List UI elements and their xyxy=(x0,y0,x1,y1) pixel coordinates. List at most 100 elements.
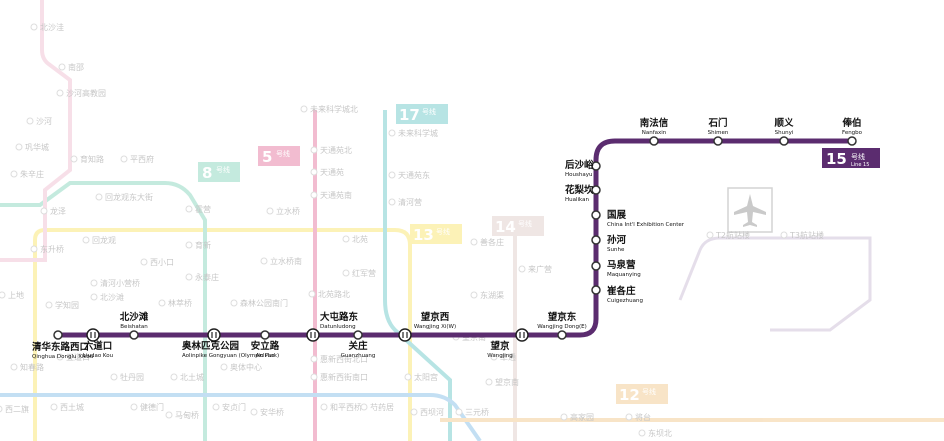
svg-text:15: 15 xyxy=(826,150,847,168)
station-dot-icon xyxy=(625,413,633,421)
background-station: T3航站楼 xyxy=(780,230,824,240)
station-name-cn: 天通苑南 xyxy=(320,190,352,200)
station-dot-icon xyxy=(591,161,601,171)
changping-line-path xyxy=(0,0,72,262)
station-name-cn: 西二旗 xyxy=(5,404,29,414)
station-dot-icon xyxy=(308,290,316,298)
station-name-cn: 北苑路北 xyxy=(318,289,350,299)
background-station: 天通苑北 xyxy=(310,145,352,155)
station-name-cn: 马泉营 xyxy=(607,259,636,271)
line14-badge: 14 号线 xyxy=(492,216,544,236)
station-name-cn: 森林公园南门 xyxy=(240,298,288,308)
station-dot-icon xyxy=(10,170,18,178)
station-dot-icon xyxy=(388,129,396,137)
station-name-cn: 太阳宫 xyxy=(414,372,438,382)
station-dot-icon xyxy=(45,301,53,309)
station-dot-icon xyxy=(310,355,318,363)
background-station: 清河营 xyxy=(388,197,422,207)
station-dot-icon xyxy=(780,231,788,239)
station-dot-icon xyxy=(779,136,789,146)
station-name-cn: 巩华城 xyxy=(25,142,49,152)
station-name-cn: 朱辛庄 xyxy=(20,169,44,179)
station-name-cn: 红军营 xyxy=(352,268,376,278)
station-dot-icon xyxy=(388,171,396,179)
background-station: 将台 xyxy=(625,412,651,422)
station-name-cn: 奥体中心 xyxy=(230,362,262,372)
station-name-en: Wangjing Xi(W) xyxy=(414,324,456,330)
station-name-cn: 国展 xyxy=(607,210,627,221)
station-dot-icon xyxy=(342,235,350,243)
station-dot-icon xyxy=(591,185,601,195)
background-station: 天通苑 xyxy=(310,167,344,177)
transfer-arrows-icon xyxy=(402,332,408,338)
station-name-cn: 清河小营桥 xyxy=(100,278,140,288)
station-name-en: Shimen xyxy=(708,130,729,136)
station-name-cn: 未来科学城 xyxy=(398,128,438,138)
station-name-cn: 马甸桥 xyxy=(175,410,199,420)
station-name-cn: T2航站楼 xyxy=(715,230,750,240)
airport-airplane-icon xyxy=(727,187,773,233)
station-name-cn: 望京西 xyxy=(421,311,450,323)
background-station: 西小口 xyxy=(140,258,174,267)
station-name-cn: 立水桥南 xyxy=(270,256,302,266)
station-name-cn: 天通苑 xyxy=(320,167,344,177)
station-name-en: Shunyi xyxy=(775,130,794,136)
station-dot-icon xyxy=(185,205,193,213)
station-dot-icon xyxy=(260,330,270,340)
station-dot-icon xyxy=(185,273,193,281)
station-dot-icon xyxy=(638,429,646,437)
line13-path xyxy=(33,228,412,441)
svg-text:号线: 号线 xyxy=(436,227,450,236)
background-station: 永泰庄 xyxy=(185,272,219,282)
background-station: 朱辛庄 xyxy=(10,169,44,179)
station-dot-icon xyxy=(70,155,78,163)
station-dot-icon xyxy=(342,269,350,277)
station-name-cn: 东湖渠 xyxy=(480,290,504,300)
station-name-en: Qinghua Donglu Xikou xyxy=(32,354,93,360)
station-dot-icon xyxy=(30,23,38,31)
line17-path xyxy=(383,110,452,441)
station-dot-icon xyxy=(110,373,118,381)
background-station: 红军营 xyxy=(342,268,376,278)
airport-express-path xyxy=(678,236,872,332)
station-name-cn: 安华桥 xyxy=(260,407,284,417)
station-name-cn: 育新 xyxy=(195,240,211,250)
line15-badge: 15 号线 Line 15 xyxy=(822,148,880,168)
station-dot-icon xyxy=(410,408,418,416)
station-dot-icon xyxy=(310,146,318,154)
station-dot-icon xyxy=(170,373,178,381)
station-name-cn: 崔各庄 xyxy=(606,285,636,297)
station-dot-icon xyxy=(310,168,318,176)
background-station: 安华桥 xyxy=(250,407,284,417)
station-name-cn: 望京南 xyxy=(495,377,519,387)
station-name-cn: 高家园 xyxy=(570,412,594,422)
background-station: 沙河高教园 xyxy=(56,88,106,98)
station-name-cn: 回龙观东大街 xyxy=(105,192,153,202)
background-station: 未来科学城北 xyxy=(300,104,358,114)
transfer-station-icon xyxy=(515,328,529,342)
station-dot-icon xyxy=(130,403,138,411)
station-name-en: China Int'l Exhibition Center xyxy=(607,222,685,228)
station-name-cn: 芍药居 xyxy=(370,402,394,412)
station-dot-icon xyxy=(557,330,567,340)
